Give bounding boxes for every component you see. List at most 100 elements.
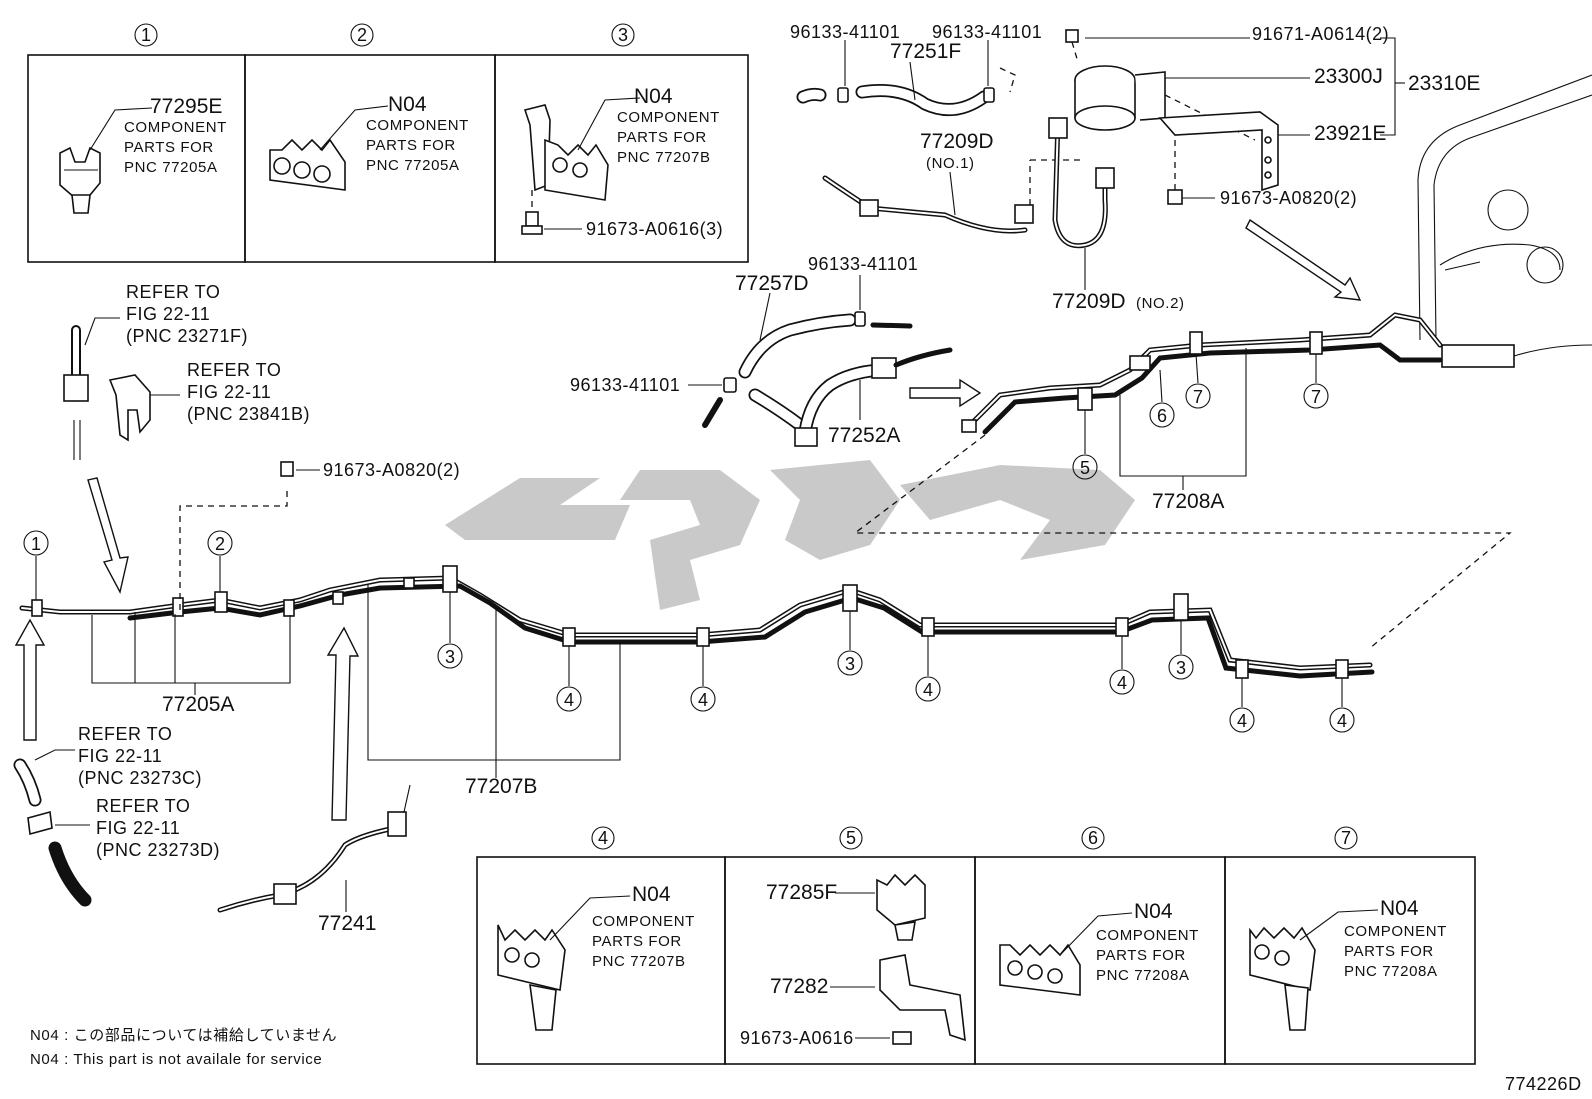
- svg-text:REFER TO: REFER TO: [126, 282, 220, 302]
- detail-box-3: 3 91673-A0616(3) N04 COMPONENT PARTS FOR…: [494, 23, 749, 263]
- box3-bolt-label: 91673-A0616(3): [586, 219, 723, 239]
- svg-text:REFER TO: REFER TO: [187, 360, 281, 380]
- svg-text:FIG 22-11: FIG 22-11: [96, 818, 180, 838]
- canister-label: 23300J: [1314, 65, 1383, 88]
- clamp-4-marker: [1235, 659, 1249, 679]
- clip-icon: [854, 311, 866, 327]
- box4-pnc: N04: [632, 883, 671, 906]
- bolt-icon: [892, 1031, 912, 1045]
- svg-text:FIG 22-11: FIG 22-11: [126, 304, 210, 324]
- clip-b-label: 96133-41101: [932, 22, 1042, 42]
- nut-icon: [273, 883, 297, 905]
- bolt-clamp-label: 91673-A0820(2): [323, 460, 460, 480]
- svg-text:4: 4: [564, 690, 574, 710]
- svg-text:3: 3: [845, 654, 855, 674]
- svg-text:(PNC 23273D): (PNC 23273D): [96, 840, 220, 860]
- box2-text1: COMPONENT: [366, 117, 469, 134]
- clip-77295e-drawing: [59, 146, 101, 214]
- arrow-up-icon: [326, 626, 360, 821]
- note-english: N04 : This part is not availale for serv…: [30, 1051, 322, 1068]
- box3-text2: PARTS FOR: [617, 129, 707, 146]
- arrow-up-icon: [14, 618, 46, 741]
- box1-text3: PNC 77205A: [124, 159, 218, 176]
- bolt-icon: [1065, 29, 1079, 43]
- bracket-77282-drawing: [879, 954, 966, 1042]
- box5-a: 77285F: [766, 881, 837, 904]
- pipe-d1-label: 77209D: [920, 130, 994, 153]
- box2-text3: PNC 77205A: [366, 157, 460, 174]
- hose-77251f-group: 96133-41101 96133-41101 77251F: [790, 22, 1042, 117]
- detail-box-1: 1 77295E COMPONENT PARTS FOR PNC 77205A: [27, 23, 246, 263]
- svg-text:6: 6: [1088, 828, 1098, 848]
- svg-text:(PNC 23841B): (PNC 23841B): [187, 404, 310, 424]
- joint-icon: [403, 577, 415, 589]
- clamp-n04-drawing-6: [999, 943, 1081, 996]
- joint-icon: [332, 591, 344, 605]
- tube-207-label: 77207B: [465, 775, 537, 798]
- ref-group-1: REFER TO FIG 22-11 (PNC 23271F): [63, 282, 248, 460]
- box3-text3: PNC 77207B: [617, 149, 711, 166]
- clip-a-label: 96133-41101: [790, 22, 900, 42]
- callout-1: 1: [141, 25, 151, 45]
- svg-text:3: 3: [445, 647, 455, 667]
- svg-text:REFER TO: REFER TO: [96, 796, 190, 816]
- arrow-down-icon: [87, 477, 129, 594]
- box1-text2: PARTS FOR: [124, 139, 214, 156]
- nut-icon: [1095, 167, 1115, 189]
- svg-text:REFER TO: REFER TO: [78, 724, 172, 744]
- hose-77257d-group: 77257D 96133-41101 96133-41101: [570, 254, 918, 432]
- svg-text:4: 4: [1237, 711, 1247, 731]
- box5-c: 91673-A0616: [740, 1028, 854, 1048]
- svg-text:PNC 77207B: PNC 77207B: [592, 953, 686, 970]
- pipe-77209d-no2: 77209D (NO.2): [1048, 117, 1184, 313]
- clamp-marker: [283, 599, 295, 617]
- detail-box-5: 5 77285F 77282 91673-A0616: [724, 826, 976, 1065]
- clamp-77285f-drawing: [876, 873, 926, 941]
- nut-icon: [1014, 204, 1034, 224]
- svg-text:PARTS FOR: PARTS FOR: [1344, 943, 1434, 960]
- clamp-n04-drawing-4: [497, 924, 566, 1031]
- bolt-side-label: 91673-A0820(2): [1220, 188, 1357, 208]
- clamp-4-marker: [1115, 617, 1129, 637]
- clamp-4-marker: [696, 627, 710, 647]
- clip-icon: [837, 87, 849, 103]
- detail-box-7: 7 N04 COMPONENT PARTS FOR PNC 77208A: [1224, 826, 1476, 1065]
- assy-label: 23310E: [1408, 72, 1480, 95]
- svg-text:FIG 22-11: FIG 22-11: [187, 382, 271, 402]
- svg-text:PARTS FOR: PARTS FOR: [592, 933, 682, 950]
- clamp-3-marker: [1173, 593, 1189, 621]
- box3-text1: COMPONENT: [617, 109, 720, 126]
- bolt-icon: [1167, 189, 1183, 205]
- svg-text:7: 7: [1341, 828, 1351, 848]
- detail-box-2: 2 N04 COMPONENT PARTS FOR PNC 77205A: [244, 23, 496, 263]
- bolt-icon: [521, 211, 543, 235]
- hose-f-label: 77251F: [890, 40, 961, 63]
- nut-icon: [871, 357, 897, 379]
- main-callouts: 1 2 3 4 4 3 4 4 3 4 4 5 6: [23, 353, 1355, 733]
- figure-code: 774226D: [1505, 1074, 1582, 1094]
- bracket-label: 23921E: [1314, 122, 1386, 145]
- box3-pnc: N04: [634, 85, 673, 108]
- zoom-indicator: [853, 434, 1512, 649]
- svg-text:7: 7: [1311, 387, 1321, 407]
- svg-text:7: 7: [1193, 387, 1203, 407]
- detail-box-4: 4 N04 COMPONENT PARTS FOR PNC 77207B: [476, 826, 726, 1065]
- clip-d-label: 96133-41101: [570, 375, 680, 395]
- svg-text:PNC 77208A: PNC 77208A: [1096, 967, 1190, 984]
- svg-text:(PNC 23271F): (PNC 23271F): [126, 326, 248, 346]
- svg-text:5: 5: [1080, 458, 1090, 478]
- clamp-5-marker: [1077, 387, 1093, 411]
- svg-text:4: 4: [923, 680, 933, 700]
- svg-text:COMPONENT: COMPONENT: [1344, 923, 1447, 940]
- svg-text:PARTS FOR: PARTS FOR: [1096, 947, 1186, 964]
- clamp-n04-drawing-7: [1249, 926, 1316, 1031]
- clamp-6-marker: [1129, 355, 1151, 371]
- svg-text:COMPONENT: COMPONENT: [1096, 927, 1199, 944]
- svg-text:4: 4: [1337, 711, 1347, 731]
- bolt-leader: [179, 490, 288, 610]
- pipe-241-label: 77241: [318, 912, 376, 935]
- pipe-252-label: 77252A: [828, 424, 900, 447]
- svg-text:(PNC 23273C): (PNC 23273C): [78, 768, 202, 788]
- callout-3: 3: [618, 25, 628, 45]
- pipe-d2-label: 77209D: [1052, 290, 1126, 313]
